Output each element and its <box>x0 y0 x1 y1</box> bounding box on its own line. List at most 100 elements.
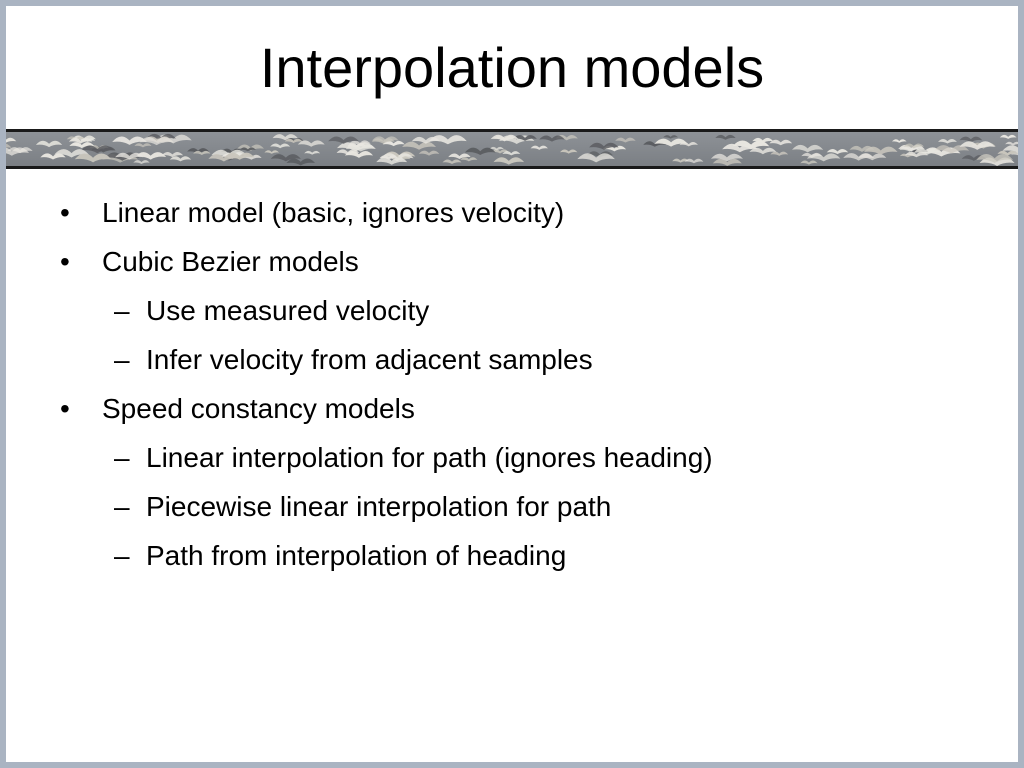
bird-shape <box>371 138 395 144</box>
bird-shape <box>270 154 301 162</box>
sub-bullet-text: Path from interpolation of heading <box>146 540 567 571</box>
bullet-marker: • <box>60 197 70 228</box>
bird-shape <box>169 156 192 162</box>
bird-shape <box>1005 141 1021 146</box>
bird-shape <box>752 137 774 143</box>
bird-shape <box>54 149 89 158</box>
bird-shape <box>493 157 525 165</box>
slide-title: Interpolation models <box>259 36 765 99</box>
bird-shape <box>843 153 875 161</box>
bird-shape <box>769 139 793 146</box>
bird-shape <box>732 140 770 150</box>
bird-shape <box>286 158 316 166</box>
bird-shape <box>663 135 679 139</box>
sub-bullet-item: – Infer velocity from adjacent samples <box>56 335 976 384</box>
bird-shape <box>345 144 376 152</box>
sub-bullet-text: Linear interpolation for path (ignores h… <box>146 442 713 473</box>
bird-shape <box>112 136 147 145</box>
sub-bullet-marker: – <box>114 491 130 522</box>
bird-shape <box>770 151 789 156</box>
bird-flock-banner-image <box>0 129 1024 169</box>
bird-shape <box>7 147 33 154</box>
bird-shape <box>959 141 996 150</box>
bird-shape <box>376 157 408 165</box>
bird-shape <box>849 145 875 152</box>
bird-shape <box>187 148 210 154</box>
bird-shape <box>69 142 95 149</box>
sub-bullet-item: – Path from interpolation of heading <box>56 531 976 580</box>
bird-shape <box>489 146 504 151</box>
bird-shape <box>224 152 255 160</box>
bird-shape <box>135 152 167 160</box>
bird-shape <box>577 153 615 163</box>
bullet-marker: • <box>60 393 70 424</box>
bullet-text: Cubic Bezier models <box>102 246 359 277</box>
bird-shape <box>586 151 613 158</box>
bird-shape <box>806 153 841 162</box>
bird-shape <box>904 151 928 158</box>
bullet-item: • Cubic Bezier models <box>56 237 976 286</box>
bird-shape <box>40 153 66 160</box>
bird-shape <box>530 145 548 150</box>
bullet-marker: • <box>60 246 70 277</box>
bird-shape <box>589 142 619 150</box>
bullet-item: • Linear model (basic, ignores velocity) <box>56 188 976 237</box>
bird-shape <box>134 143 152 148</box>
bird-shape <box>715 134 736 140</box>
sub-bullet-text: Piecewise linear interpolation for path <box>146 491 612 522</box>
bird-shape <box>800 160 818 165</box>
bird-shape <box>684 158 704 164</box>
bird-shape <box>264 150 279 154</box>
bird-shape <box>297 140 325 147</box>
sub-bullet-item: – Use measured velocity <box>56 286 976 335</box>
bird-shape <box>139 136 174 146</box>
bird-shape <box>997 150 1018 156</box>
bird-shape <box>560 149 578 154</box>
bird-shape <box>349 140 371 146</box>
bird-shape <box>81 145 114 154</box>
bird-shape <box>933 145 970 154</box>
bird-shape <box>411 136 440 144</box>
bird-shape <box>74 153 112 163</box>
bird-shape <box>999 134 1017 139</box>
bird-shape <box>710 153 743 162</box>
sub-bullet-item: – Piecewise linear interpolation for pat… <box>56 482 976 531</box>
bird-shape <box>80 138 96 142</box>
bird-shape <box>555 134 578 141</box>
bird-shape <box>672 158 689 163</box>
bird-shape <box>304 150 321 155</box>
bird-shape <box>161 151 184 158</box>
bird-shape <box>903 143 925 149</box>
bird-shape <box>913 148 941 155</box>
bird-shape <box>826 149 849 155</box>
bullet-text: Speed constancy models <box>102 393 415 424</box>
bird-shape <box>133 160 150 165</box>
bird-shape <box>272 134 298 141</box>
bird-shape <box>749 147 777 155</box>
bird-shape <box>938 138 957 144</box>
bird-shape <box>490 134 519 142</box>
sub-bullet-text: Use measured velocity <box>146 295 430 326</box>
bird-shape <box>442 159 462 165</box>
sub-bullet-item: – Linear interpolation for path (ignores… <box>56 433 976 482</box>
bird-shape <box>193 150 211 156</box>
bird-shape <box>328 136 359 144</box>
bird-shape <box>959 136 983 143</box>
bird-shape <box>284 138 303 144</box>
sub-bullet-marker: – <box>114 344 130 375</box>
bird-shape <box>491 149 509 154</box>
bird-shape <box>35 140 63 148</box>
bird-shape <box>460 157 478 162</box>
bird-shape <box>539 135 565 142</box>
bird-shape <box>0 137 17 144</box>
bullet-list: • Linear model (basic, ignores velocity)… <box>56 188 976 580</box>
sub-bullet-text: Infer velocity from adjacent samples <box>146 344 593 375</box>
bird-shape <box>418 150 440 156</box>
bullet-text: Linear model (basic, ignores velocity) <box>102 197 565 228</box>
bird-shape <box>464 147 496 156</box>
sub-bullet-marker: – <box>114 540 130 571</box>
bird-shape <box>513 135 537 141</box>
bird-shape <box>379 155 399 160</box>
bird-shape <box>336 149 360 155</box>
bird-shape <box>502 151 521 156</box>
